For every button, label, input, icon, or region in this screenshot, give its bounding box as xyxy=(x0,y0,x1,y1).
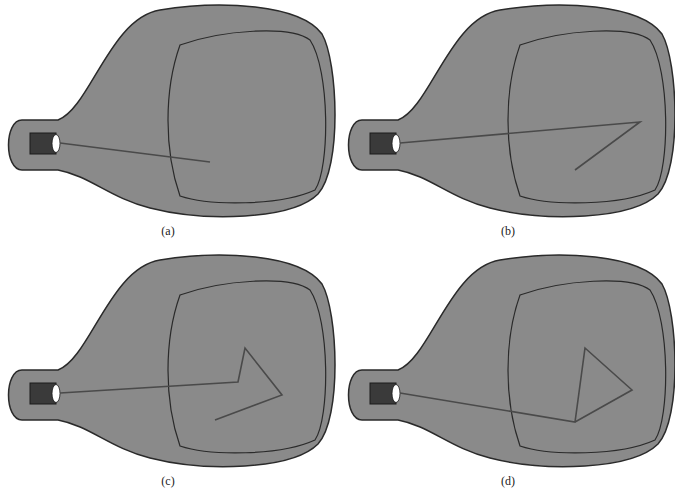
panel-label: (d) xyxy=(501,474,515,489)
panel-label: (b) xyxy=(501,224,515,239)
panel-label: (a) xyxy=(161,224,174,239)
panel-label: (c) xyxy=(161,474,174,489)
